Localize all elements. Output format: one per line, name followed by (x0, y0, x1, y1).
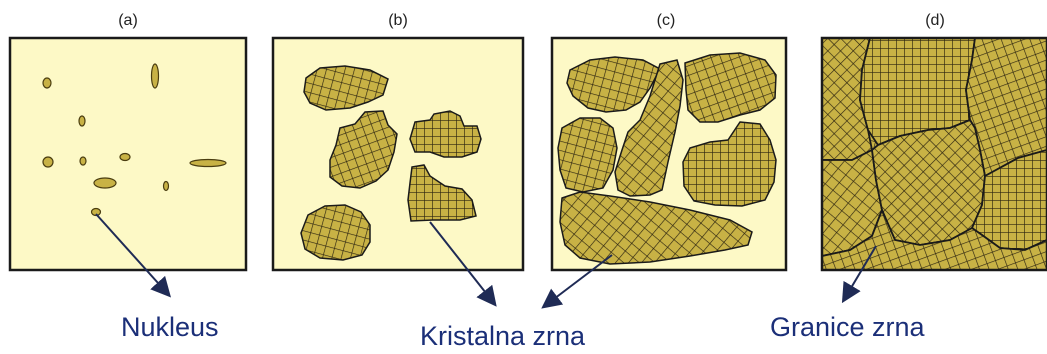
caption-nucleus: Nukleus (121, 312, 219, 342)
panel-label-d: (d) (925, 12, 945, 29)
panel-b-growth (273, 38, 523, 270)
panel-c-impingement (552, 38, 786, 270)
nucleus-particle (43, 78, 51, 88)
nucleus-particle (164, 182, 169, 191)
crystal-grain (301, 205, 370, 260)
caption-grain-boundaries: Granice zrna (770, 312, 926, 342)
nucleus-particle (80, 157, 86, 165)
nucleus-particle (120, 154, 130, 161)
nucleus-particle (43, 157, 53, 167)
panel-label-b: (b) (388, 12, 408, 29)
nucleus-particle (94, 178, 116, 188)
nucleus-particle (152, 64, 159, 88)
panel-d-grain-structure (822, 38, 1047, 270)
panel-label-a: (a) (118, 12, 138, 29)
caption-crystal-grains: Kristalna zrna (420, 321, 586, 351)
nucleus-particle (190, 160, 226, 167)
nucleus-particle (79, 116, 85, 126)
panel-label-c: (c) (657, 12, 676, 29)
panel-a-nucleation (10, 38, 246, 270)
